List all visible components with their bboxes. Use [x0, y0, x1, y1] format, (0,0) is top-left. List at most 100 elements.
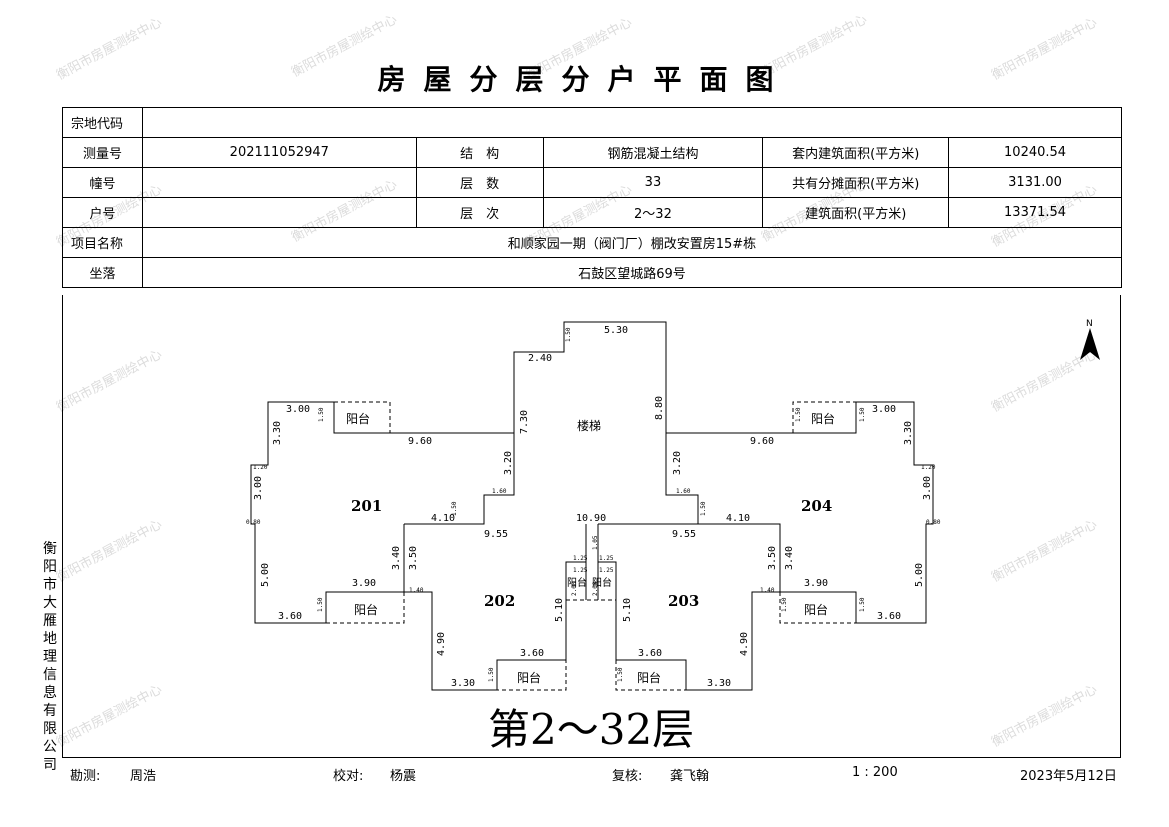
inner-area-value: 10240.54	[948, 137, 1122, 168]
dimension-label: 3.30	[451, 678, 475, 689]
location-label: 坐落	[62, 257, 143, 288]
dimension-label: 1.50	[451, 501, 458, 516]
dimension-label: 1.50	[617, 667, 624, 682]
dimension-label: 3.40	[784, 546, 795, 570]
dimension-label: 9.60	[750, 436, 774, 447]
table-row: 幢号 层 数 33 共有分摊面积(平方米) 3131.00	[62, 167, 1122, 198]
shared-area-value: 3131.00	[948, 167, 1122, 198]
project-name-label: 项目名称	[62, 227, 143, 258]
dimension-label: 1.20	[253, 464, 268, 471]
dimension-label: 9.55	[484, 529, 508, 540]
dimension-label: 1.50	[781, 597, 788, 612]
floors-value: 33	[542, 167, 764, 198]
parcel-code-label: 宗地代码	[62, 107, 143, 138]
dimension-label: 1.25	[573, 555, 588, 562]
building-area-label: 建筑面积(平方米)	[762, 197, 950, 228]
table-row: 测量号 202111052947 结 构 钢筋混凝土结构 套内建筑面积(平方米)…	[62, 137, 1122, 168]
stair-label: 楼梯	[577, 418, 601, 433]
dimension-label: 9.55	[672, 529, 696, 540]
north-arrow-icon	[1080, 328, 1100, 360]
dimension-label: 0.80	[246, 519, 261, 526]
page-title: 房屋分层分户平面图	[377, 63, 792, 96]
balcony-outline	[779, 592, 856, 624]
dimension-label: 3.00	[253, 476, 264, 500]
dimension-label: 1.50	[318, 407, 325, 422]
dimension-label: 1.60	[676, 488, 691, 495]
dimension-label: 3.00	[286, 404, 310, 415]
dimension-label: 3.30	[903, 421, 914, 445]
checker-name: 杨震	[390, 769, 417, 784]
dimension-label: 5.10	[622, 598, 633, 622]
company-name-vertical: 衡阳市大雁地理信息有限公司	[43, 541, 57, 773]
dimension-label: 1.60	[492, 488, 507, 495]
balcony-outline	[615, 660, 687, 691]
dimension-label: 5.00	[260, 563, 271, 587]
dimension-label: 3.00	[872, 404, 896, 415]
dimension-label: 4.90	[436, 632, 447, 656]
dimension-label: 1.40	[760, 587, 775, 594]
building-no-label: 幢号	[62, 167, 143, 198]
unit-label-201: 201	[351, 497, 382, 515]
dimension-label: 3.30	[272, 421, 283, 445]
location-value: 石鼓区望城路69号	[141, 257, 1123, 288]
dimension-label: 9.60	[408, 436, 432, 447]
unit-label-204: 204	[801, 497, 832, 515]
dimension-label: 3.00	[922, 476, 933, 500]
balcony-outline	[496, 660, 567, 691]
wall-outline	[585, 524, 599, 600]
structure-value: 钢筋混凝土结构	[542, 137, 764, 168]
dimension-label: 3.90	[804, 578, 828, 589]
balcony-label: 阳台	[811, 411, 835, 426]
dimension-label: 1.25	[573, 567, 588, 574]
dimension-label: 3.60	[278, 611, 302, 622]
dimension-label: 3.60	[877, 611, 901, 622]
dimension-label: 1.50	[859, 407, 866, 422]
unit-label-202: 202	[484, 592, 515, 610]
dimension-label: 10.90	[576, 513, 606, 524]
reviewer-label: 复核:	[612, 769, 643, 784]
balcony-outline	[334, 401, 391, 433]
project-name-value: 和顺家园一期（阀门厂）棚改安置房15#栋	[141, 227, 1123, 258]
dimension-label: 3.20	[672, 451, 683, 475]
dimension-label: 3.90	[352, 578, 376, 589]
dimension-label: 2.00	[592, 581, 599, 596]
dimension-label: 1.25	[599, 567, 614, 574]
table-row: 项目名称 和顺家园一期（阀门厂）棚改安置房15#栋	[62, 227, 1123, 258]
dimension-label: 3.30	[707, 678, 731, 689]
surveyor-name: 周浩	[130, 769, 157, 784]
dimension-label: 1.50	[565, 327, 572, 342]
date-label: 2023年5月12日	[1020, 769, 1117, 784]
dimension-label: 3.60	[638, 648, 662, 659]
table-row: 坐落 石鼓区望城路69号	[62, 257, 1123, 288]
info-table: 宗地代码 测量号 202111052947 结 构 钢筋混凝土结构 套内建筑面积…	[62, 107, 1123, 288]
balcony-outline	[792, 401, 856, 433]
balcony-outline	[326, 592, 405, 624]
balcony-outline	[565, 562, 617, 601]
dimension-label: 4.90	[739, 632, 750, 656]
balcony-label: 阳台	[592, 576, 612, 589]
balcony-label: 阳台	[354, 602, 378, 617]
dimension-label: 1.50	[317, 597, 324, 612]
north-label: N	[1086, 319, 1093, 329]
dimension-label: 3.50	[408, 546, 419, 570]
wall-outline	[250, 401, 514, 624]
reviewer-name: 龚飞翰	[670, 769, 710, 784]
dimension-label: 4.10	[431, 513, 455, 524]
unit-label-203: 203	[668, 592, 699, 610]
dimension-label: 4.10	[726, 513, 750, 524]
wall-outline	[513, 321, 699, 525]
dimension-label: 1.20	[921, 464, 936, 471]
dimension-label: 3.40	[391, 546, 402, 570]
scale-label: 1 : 200	[852, 765, 898, 780]
dimension-label: 7.30	[519, 410, 530, 434]
dimension-label: 1.50	[795, 407, 802, 422]
dimension-label: 1.05	[592, 535, 599, 550]
surveyor-label: 勘测:	[70, 769, 101, 784]
floor-level-value: 2～32	[542, 197, 764, 228]
balcony-label: 阳台	[346, 411, 370, 426]
dimension-label: 1.25	[599, 555, 614, 562]
dimension-label: 5.00	[914, 563, 925, 587]
wall-outline	[404, 433, 515, 525]
plan-frame	[62, 295, 1121, 758]
